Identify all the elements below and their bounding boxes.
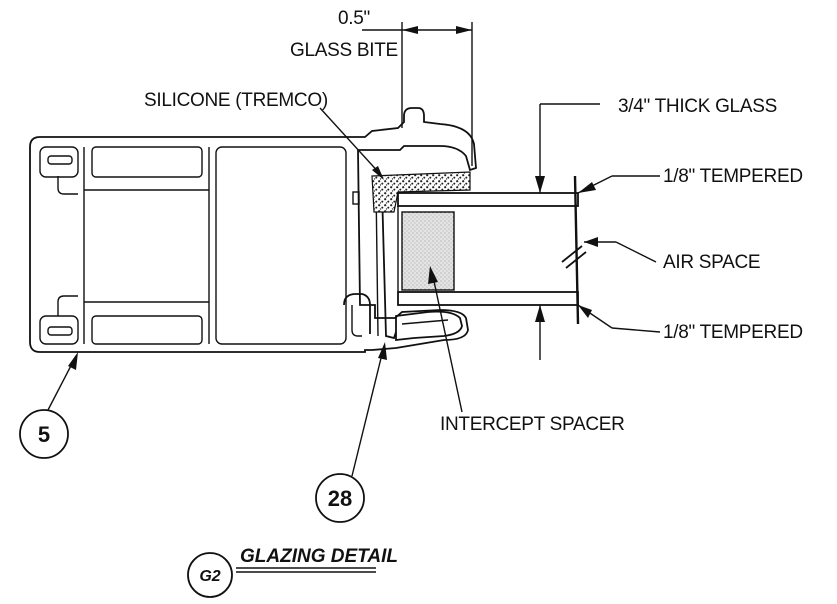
leader-lines	[47, 107, 661, 477]
detail-title: GLAZING DETAIL	[240, 546, 398, 567]
frame-profile	[29, 107, 477, 353]
silicone-bead	[371, 171, 471, 213]
thick-glass-label: 3/4" THICK GLASS	[618, 96, 777, 117]
glass-unit	[397, 175, 587, 325]
callout-number: 5	[38, 422, 50, 447]
callout-number: 28	[328, 486, 352, 511]
intercept-spacer-label: INTERCEPT SPACER	[440, 414, 625, 435]
glass-bite-label: GLASS BITE	[290, 40, 398, 61]
glass-bite-value-label: 0.5"	[338, 8, 370, 29]
detail-title-block: G2 GLAZING DETAIL	[187, 546, 398, 598]
callout-part-5: 5	[19, 409, 69, 459]
tempered-top-label: 1/8" TEMPERED	[663, 166, 803, 187]
silicone-label: SILICONE (TREMCO)	[144, 90, 328, 111]
gasket	[395, 310, 463, 342]
thick-glass-dimension	[535, 103, 600, 360]
tempered-bottom-label: 1/8" TEMPERED	[663, 322, 803, 343]
detail-tag: G2	[199, 568, 220, 585]
glass-bite-dimension	[362, 22, 473, 166]
air-space-label: AIR SPACE	[663, 252, 760, 273]
callout-part-28: 28	[315, 473, 365, 523]
